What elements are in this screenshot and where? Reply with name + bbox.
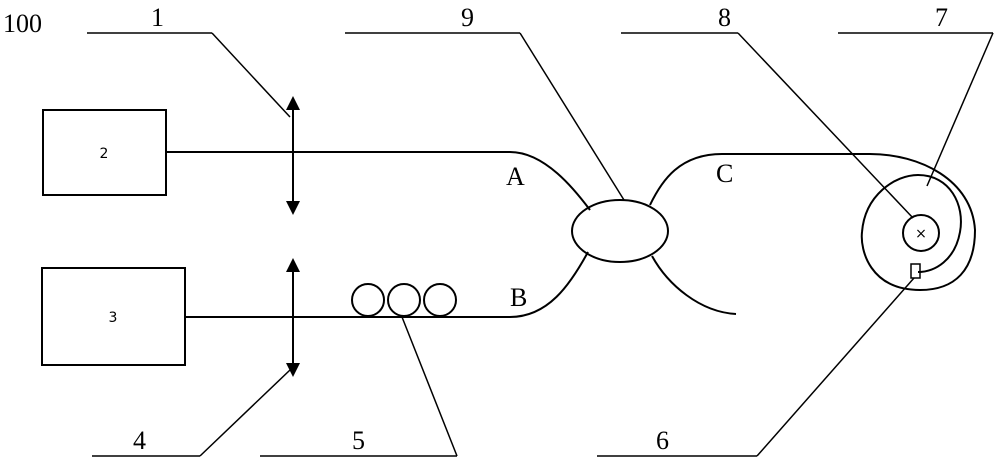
- callout-1-leader: [211, 32, 291, 118]
- callout-1-number: 1: [151, 3, 164, 32]
- callout-9-leader: [519, 32, 625, 201]
- center-mark: ×: [915, 226, 927, 242]
- callout-5-leader: [401, 316, 458, 457]
- fiber-d-output: [651, 255, 737, 315]
- paddle-1: [351, 283, 385, 317]
- source-box-3-label: 3: [109, 310, 118, 326]
- port-b-label: B: [510, 283, 527, 312]
- fiber-c-coil: [649, 153, 977, 292]
- port-a-label: A: [506, 162, 525, 191]
- callout-6-leader: [756, 277, 915, 457]
- fiber-a: [166, 151, 591, 211]
- callout-8-leader: [737, 32, 914, 219]
- paddle-2: [387, 283, 421, 317]
- callout-7-leader: [926, 32, 994, 187]
- source-box-2-label: 2: [100, 146, 109, 162]
- callout-4-leader: [199, 369, 291, 457]
- callout-8-number: 8: [718, 3, 731, 32]
- figure-label: 100: [3, 9, 42, 38]
- coupler-9: [571, 199, 669, 263]
- paddle-3: [423, 283, 457, 317]
- element-6: [910, 263, 921, 279]
- coil-center-ring: [902, 214, 940, 252]
- fiber-b: [185, 251, 589, 318]
- callout-9-number: 9: [461, 3, 474, 32]
- callout-6-number: 6: [656, 426, 669, 455]
- port-c-label: C: [716, 159, 733, 188]
- callout-5-number: 5: [352, 426, 365, 455]
- callout-7-number: 7: [935, 3, 948, 32]
- callout-4-number: 4: [133, 426, 146, 455]
